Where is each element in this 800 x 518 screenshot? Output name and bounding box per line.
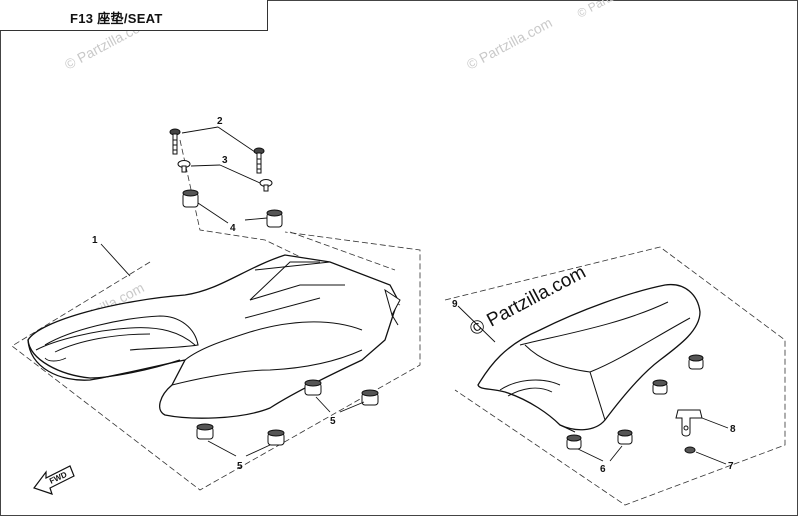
washer-part-3-a bbox=[177, 160, 191, 173]
watermark-2: © Partzilla.com bbox=[464, 14, 555, 72]
bumper-part-6-a bbox=[566, 434, 582, 450]
bumper-part-6-d bbox=[688, 354, 704, 370]
watermark-4: © Partzilla.com bbox=[575, 0, 653, 21]
fwd-arrow-icon: FWD bbox=[33, 465, 75, 495]
callout-1: 1 bbox=[92, 235, 98, 246]
callout-5-lower: 5 bbox=[237, 461, 243, 472]
washer-part-3-b bbox=[259, 179, 273, 192]
callout-4: 4 bbox=[230, 223, 236, 234]
grommet-part-4-b bbox=[266, 209, 283, 228]
callout-5-upper: 5 bbox=[330, 416, 336, 427]
bumper-part-6-b bbox=[617, 429, 633, 445]
bumper-part-5-c bbox=[304, 379, 322, 396]
callout-3: 3 bbox=[222, 155, 228, 166]
callout-8: 8 bbox=[730, 424, 736, 435]
callout-2: 2 bbox=[217, 116, 223, 127]
bumper-part-5-d bbox=[361, 389, 379, 406]
callout-6: 6 bbox=[600, 464, 606, 475]
rear-seat-part-1 bbox=[27, 254, 401, 419]
left-dashed-boundary bbox=[11, 231, 421, 491]
bracket-part-8 bbox=[675, 409, 703, 437]
leader-lines bbox=[100, 126, 729, 465]
title-box: F13 座垫/SEAT bbox=[0, 0, 268, 31]
page-title: F13 座垫/SEAT bbox=[70, 11, 163, 26]
bolt-part-2-b bbox=[253, 147, 265, 174]
callout-7: 7 bbox=[728, 461, 734, 472]
front-seat-part-9 bbox=[477, 283, 701, 433]
right-dashed-boundary bbox=[444, 246, 786, 506]
hardware-dashed-line bbox=[289, 231, 396, 271]
bumper-part-6-c bbox=[652, 379, 668, 395]
nut-part-7 bbox=[684, 446, 696, 454]
grommet-part-4-a bbox=[182, 189, 199, 208]
bolt-part-2-a bbox=[169, 128, 181, 155]
callout-9: 9 bbox=[452, 299, 458, 310]
hardware-dashed-boundary bbox=[179, 139, 401, 306]
bumper-part-5-b bbox=[267, 429, 285, 446]
bumper-part-5-a bbox=[196, 423, 214, 440]
